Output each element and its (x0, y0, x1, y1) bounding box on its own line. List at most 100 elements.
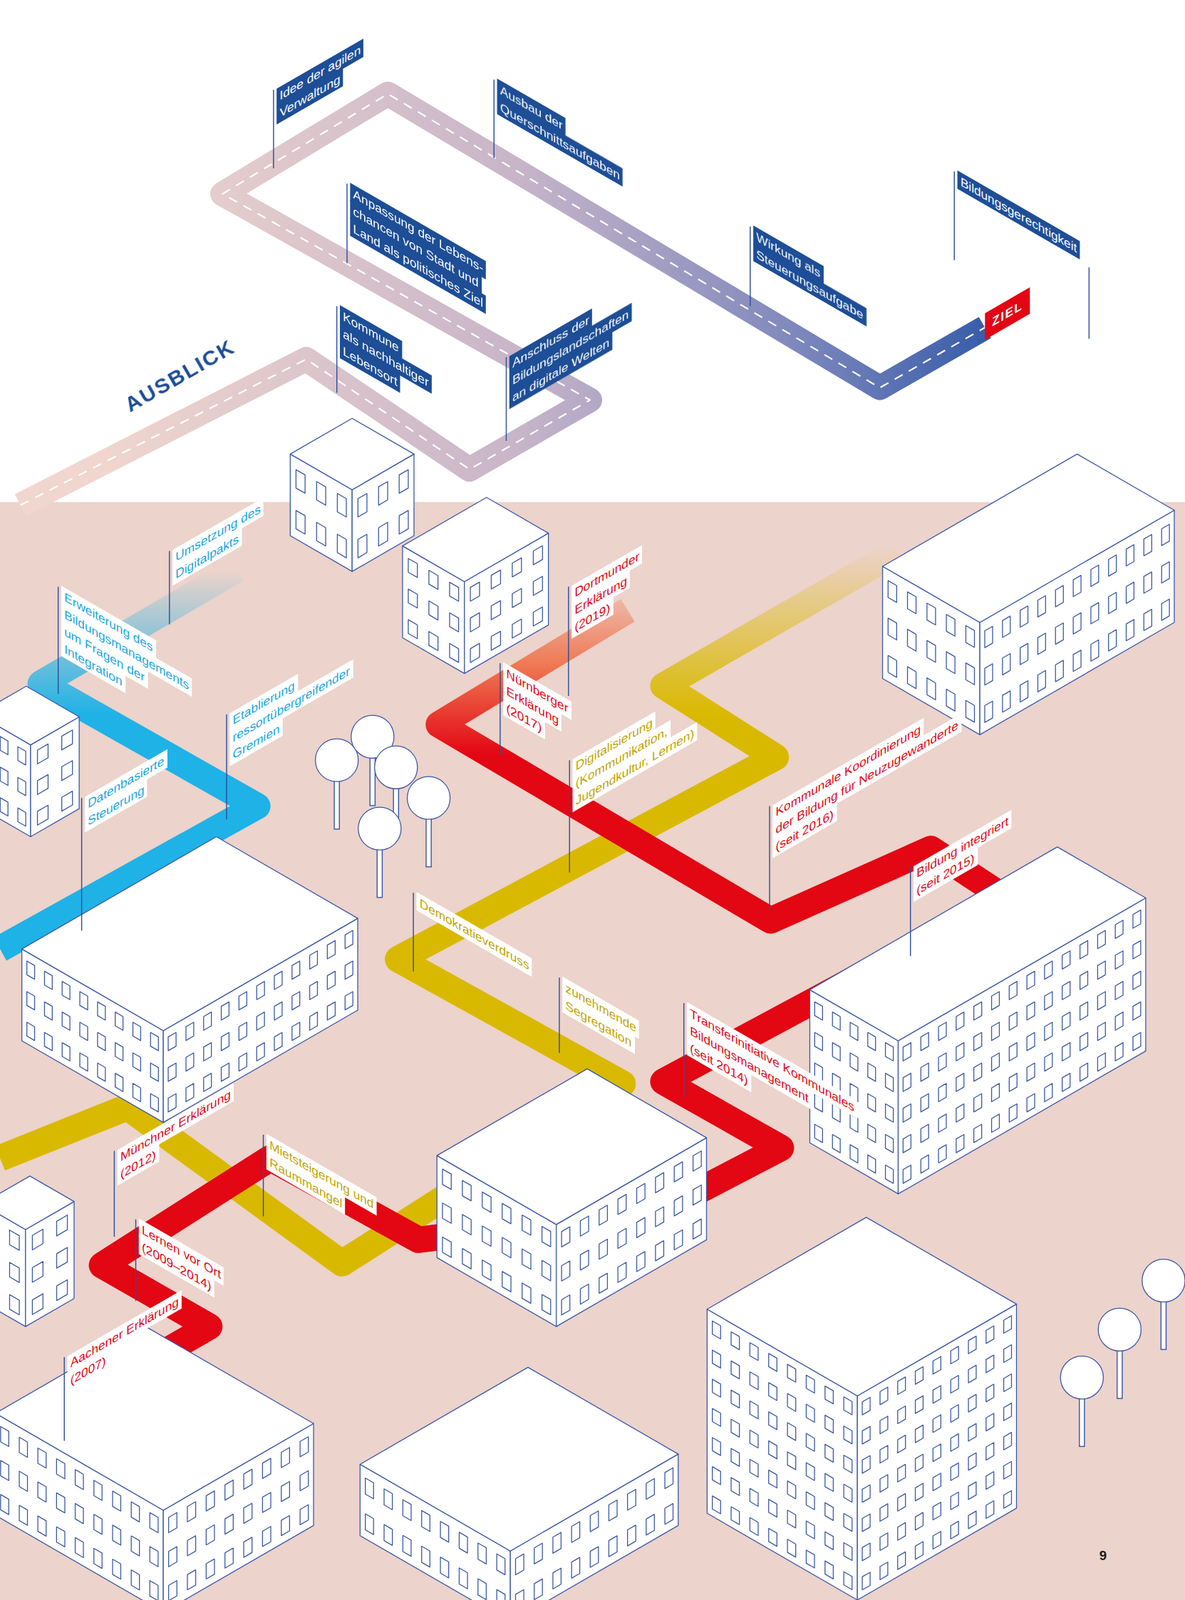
window (843, 1426, 853, 1445)
window (832, 1012, 841, 1032)
tree-trunk (370, 757, 375, 806)
window (79, 991, 88, 1011)
window (256, 1012, 265, 1032)
window (168, 1512, 178, 1533)
window (37, 774, 49, 795)
window (1044, 1053, 1053, 1072)
window (843, 1542, 853, 1561)
window (27, 1022, 35, 1042)
window (1108, 555, 1117, 577)
window (357, 493, 367, 518)
window (79, 1022, 88, 1042)
window (1080, 1063, 1089, 1082)
tree-trunk (376, 849, 384, 899)
window (1008, 1012, 1017, 1032)
milestone-flag: Mietsteigerung und Raummangel (266, 1135, 377, 1234)
window (185, 1022, 194, 1042)
tree-trunk (1079, 1398, 1084, 1446)
window (185, 1053, 194, 1072)
window (1115, 951, 1124, 970)
building-roof (402, 497, 549, 582)
window (75, 1470, 84, 1490)
window (968, 1423, 977, 1442)
window (131, 1536, 139, 1557)
window (61, 730, 73, 751)
window (1161, 562, 1170, 584)
flag-pole (909, 867, 911, 957)
window (458, 1568, 468, 1590)
building-roof (22, 837, 358, 1032)
window (787, 1452, 796, 1471)
window (1161, 599, 1170, 621)
window (932, 1532, 941, 1550)
window (458, 1532, 468, 1554)
milestone-text: Transferinitiative Kommunales Bildungsma… (686, 1002, 858, 1120)
milestone-text: Bildungsgerechtigkeit (957, 170, 1081, 260)
window (693, 1185, 702, 1205)
window (850, 1053, 858, 1072)
window (938, 1083, 947, 1103)
window (637, 1251, 646, 1272)
window (365, 1478, 375, 1500)
window (295, 510, 305, 535)
window (825, 1532, 834, 1550)
milestone-flag: Wirkung als Steuerungsaufgabe (753, 226, 867, 327)
window (850, 1145, 858, 1164)
window (862, 1484, 871, 1503)
window (292, 991, 300, 1011)
window (897, 1551, 906, 1570)
window (238, 1022, 247, 1042)
window (502, 1237, 511, 1259)
window (299, 1471, 309, 1492)
window (19, 1505, 28, 1526)
milestone-text: Umsetzung des Digitalpakts (172, 497, 264, 586)
window (880, 1533, 888, 1552)
window (19, 1471, 28, 1492)
window (17, 808, 26, 827)
window (932, 1473, 941, 1492)
window (1143, 572, 1152, 594)
milestone-text: Münchner Erklärung (2012) (117, 1083, 234, 1186)
window (938, 1114, 947, 1133)
window (243, 1469, 253, 1490)
window (814, 1032, 823, 1052)
window (94, 1480, 102, 1501)
window (187, 1536, 196, 1557)
window (533, 545, 543, 566)
window (787, 1539, 796, 1558)
window (97, 1063, 106, 1082)
window (256, 1043, 265, 1062)
window (950, 1434, 959, 1453)
window (768, 1470, 778, 1489)
window (542, 1294, 551, 1316)
outlook-road (20, 94, 986, 506)
milestone-text: Lernen vor Ort (2009–2014) (138, 1218, 224, 1298)
milestone-text: Aachener Erklärung (2007) (67, 1290, 183, 1393)
flag-pole (225, 714, 227, 821)
window (915, 1425, 924, 1443)
window (462, 1214, 472, 1236)
window (131, 1570, 139, 1591)
window (442, 1237, 452, 1258)
milestone-flag: Anschluss der Bildungslandschaften an di… (509, 286, 633, 410)
window (1020, 606, 1029, 628)
window (805, 1433, 815, 1452)
window (843, 1455, 853, 1474)
window (712, 1467, 722, 1485)
window (984, 626, 993, 648)
window (749, 1401, 759, 1420)
window (787, 1481, 796, 1500)
window (580, 1250, 589, 1271)
window (402, 1499, 412, 1521)
milestone-flag: Digitalisierung (Kommunikation, Jugendku… (572, 688, 698, 813)
window (915, 1541, 924, 1560)
milestone-text: Dortmunder Erklärung (2019) (571, 545, 643, 640)
window (37, 1516, 47, 1537)
window (627, 1489, 637, 1511)
window (384, 1489, 393, 1510)
window (749, 1343, 759, 1362)
window (880, 1504, 888, 1523)
milestone-flag: Erweiterung des Bildungsmanagements um F… (61, 587, 192, 732)
window (885, 1073, 894, 1093)
milestone-text: Ausbau der Querschnittsaufgaben (497, 78, 624, 187)
